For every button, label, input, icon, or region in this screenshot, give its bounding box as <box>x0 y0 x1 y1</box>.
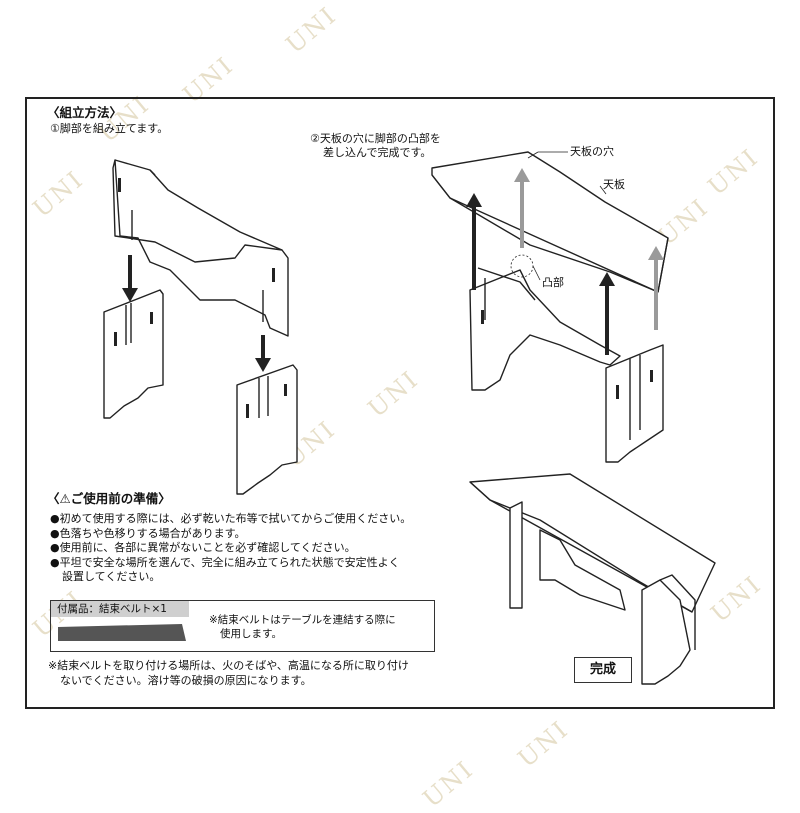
list-item: ●平坦で安全な場所を選んで、完全に組み立てられた状態で安定性よく <box>50 555 400 569</box>
accessory-note: ※結束ベルトはテーブルを連結する際に 使用します。 <box>209 613 396 641</box>
completed-label: 完成 <box>574 657 632 683</box>
list-item: ●初めて使用する際には、必ず乾いた布等で拭いてからご使用ください。 <box>50 512 412 525</box>
arrow-up-icon <box>466 193 482 290</box>
step1-text: ①脚部を組み立てます。 <box>50 122 169 135</box>
precautions-title: 〈⚠ご使用前の準備〉 <box>47 491 171 506</box>
completed-table-diagram <box>469 473 716 685</box>
accessory-note-line2: 使用します。 <box>220 628 282 640</box>
list-item: 設置してください。 <box>62 570 161 583</box>
footnote-line2: ないでください。溶け等の破損の原因になります。 <box>60 674 312 687</box>
list-item: ●色落ちや色移りする場合があります。 <box>50 526 246 540</box>
label-top-board: 天板 <box>603 178 625 191</box>
arrow-up-icon <box>514 168 530 248</box>
arrow-down-icon <box>122 255 138 302</box>
arrow-down-icon <box>255 335 271 372</box>
accessory-note-line1: ※結束ベルトはテーブルを連結する際に <box>209 614 396 626</box>
list-item: ●使用前に、各部に異常がないことを必ず確認してください。 <box>50 541 356 554</box>
assembled-legs-diagram <box>469 267 664 463</box>
precautions-list: ●初めて使用する際には、必ず乾いた布等で拭いてからご使用ください。 ●色落ちや色… <box>50 512 460 585</box>
assembly-title: 〈組立方法〉 <box>47 105 123 120</box>
accessory-box: 付属品：結束ベルト×1 ※結束ベルトはテーブルを連結する際に 使用します。 <box>50 600 435 652</box>
step2-text-line1: ②天板の穴に脚部の凸部を <box>310 132 441 145</box>
leg-panel-right <box>236 364 298 495</box>
footnote-line1: ※結束ベルトを取り付ける場所は、火のそばや、高温になる所に取り付け <box>48 659 409 672</box>
arrow-up-icon <box>599 272 615 355</box>
accessory-heading: 付属品：結束ベルト×1 <box>51 601 189 617</box>
leg-panel-left <box>103 289 164 419</box>
table-top-diagram <box>431 151 669 293</box>
side-panel-diagram <box>112 159 289 337</box>
label-top-hole: 天板の穴 <box>570 145 614 158</box>
instruction-frame <box>25 97 775 709</box>
arrow-up-icon <box>648 246 664 330</box>
binding-belt-illustration <box>58 624 186 641</box>
step2-text-line2: 差し込んで完成です。 <box>323 146 432 159</box>
label-protrusion: 凸部 <box>542 276 564 289</box>
